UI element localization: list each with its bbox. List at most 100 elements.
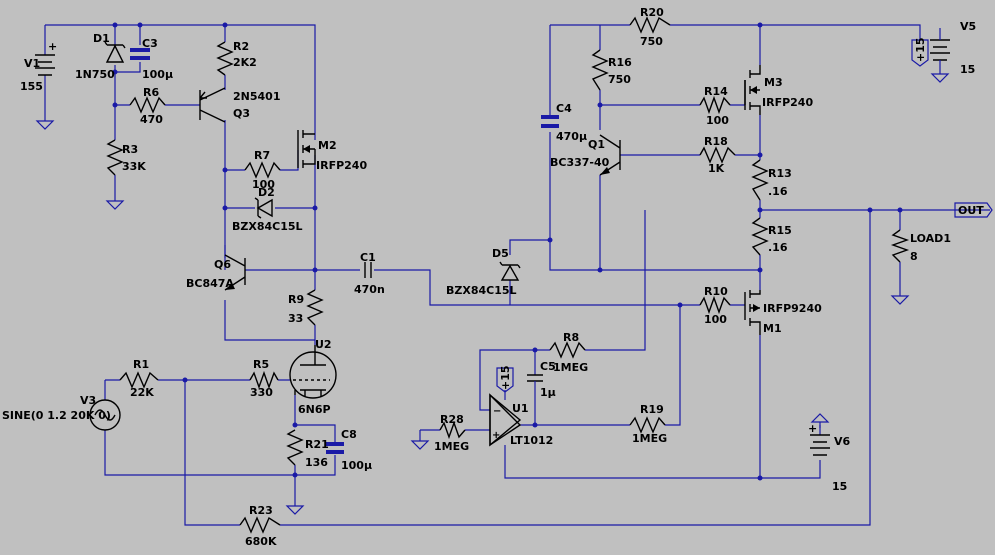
label-q3-name: Q3 — [233, 107, 250, 120]
label-d2-name: D2 — [258, 186, 275, 199]
label-v6-name: V6 — [834, 435, 851, 448]
junctions — [112, 22, 903, 481]
net-flag-plus15-opamp — [496, 367, 514, 393]
zener-d1 — [104, 41, 126, 63]
label-v5-value: 15 — [960, 63, 975, 76]
svg-text:+: + — [808, 422, 817, 435]
label-c8-name: C8 — [341, 428, 357, 441]
label-load1-name: LOAD1 — [910, 232, 951, 245]
resistor-r6 — [129, 96, 166, 114]
opamp-u1: − + — [489, 393, 522, 447]
label-c5-value: 1µ — [540, 386, 556, 399]
label-r16-name: R16 — [608, 56, 632, 69]
label-c4-name: C4 — [556, 102, 572, 115]
resistor-r9 — [306, 289, 324, 326]
label-c8-value: 100µ — [341, 459, 372, 472]
resistor-r21 — [286, 429, 304, 466]
resistor-r23 — [239, 516, 281, 534]
label-q6-value: BC847A — [186, 277, 234, 290]
label-c5-name: C5 — [540, 360, 556, 373]
labels: V1 155 D1 1N750 C3 100µ R2 2K2 R6 470 2N… — [2, 6, 984, 548]
label-r13-name: R13 — [768, 167, 792, 180]
transistor-q1 — [599, 134, 621, 176]
label-r14-value: 100 — [706, 114, 729, 127]
svg-text:+: + — [492, 430, 500, 441]
label-d2-value: BZX84C15L — [232, 220, 303, 233]
label-r7-name: R7 — [254, 149, 270, 162]
label-r7-value: 100 — [252, 178, 275, 191]
label-m1-value: IRFP9240 — [763, 302, 822, 315]
mosfet-m1 — [744, 290, 761, 335]
label-r16-value: 750 — [608, 73, 631, 86]
label-c3-value: 100µ — [142, 68, 173, 81]
capacitor-c4 — [541, 115, 559, 128]
label-r3-value: 33K — [122, 160, 146, 173]
label-r9-value: 33 — [288, 312, 303, 325]
label-c3-name: C3 — [142, 37, 158, 50]
resistor-r2 — [216, 41, 234, 76]
label-r19-value: 1MEG — [632, 432, 667, 445]
label-u2-value: 6N6P — [298, 403, 331, 416]
label-r8-value: 1MEG — [553, 361, 588, 374]
label-d1-name: D1 — [93, 32, 110, 45]
resistor-r3 — [106, 139, 124, 176]
label-m2-name: M2 — [318, 139, 337, 152]
label-q1-name: Q1 — [588, 138, 605, 151]
label-r28-name: R28 — [440, 413, 464, 426]
label-r10-value: 100 — [704, 313, 727, 326]
battery-v1: + — [35, 40, 57, 76]
label-r1-value: 22K — [130, 386, 154, 399]
resistor-r7 — [244, 161, 281, 179]
label-r13-value: .16 — [768, 185, 788, 198]
resistor-r14 — [699, 95, 731, 115]
transistor-q3 — [199, 87, 226, 123]
label-r2-value: 2K2 — [233, 56, 257, 69]
label-m2-value: IRFP240 — [316, 159, 367, 172]
capacitor-c3 — [130, 48, 150, 60]
label-r3-name: R3 — [122, 143, 138, 156]
label-r6-value: 470 — [140, 113, 163, 126]
mosfet-m2 — [297, 130, 316, 168]
resistor-r8 — [549, 341, 586, 359]
wires — [44, 24, 990, 526]
resistor-r5 — [249, 370, 279, 390]
label-r23-name: R23 — [249, 504, 273, 517]
resistor-r1 — [119, 371, 159, 389]
sine-source-v3 — [89, 399, 121, 431]
label-m3-value: IRFP240 — [762, 96, 813, 109]
zener-d2 — [254, 197, 273, 219]
label-r18-name: R18 — [704, 135, 728, 148]
label-r2-name: R2 — [233, 40, 249, 53]
zener-d5 — [499, 261, 521, 281]
label-v1-value: 155 — [20, 80, 43, 93]
label-v6-value: 15 — [832, 480, 847, 493]
label-u1-value: LT1012 — [510, 434, 553, 447]
resistor-r19 — [629, 416, 666, 434]
label-r6-name: R6 — [143, 86, 159, 99]
resistor-r28 — [439, 420, 466, 440]
label-v5-name: V5 — [960, 20, 976, 33]
label-v1-name: V1 — [24, 57, 40, 70]
capacitor-c8 — [326, 442, 344, 454]
label-d5-value: BZX84C15L — [446, 284, 517, 297]
label-r1-name: R1 — [133, 358, 149, 371]
label-r8-name: R8 — [563, 331, 579, 344]
label-net-plus15-opamp: +15 — [499, 365, 512, 390]
resistor-r20 — [629, 16, 671, 34]
label-r14-name: R14 — [704, 85, 728, 98]
label-v3-name: V3 — [80, 394, 96, 407]
resistor-r13 — [751, 159, 769, 201]
resistor-load1 — [890, 229, 910, 263]
svg-text:−: − — [493, 406, 501, 417]
resistor-r10 — [699, 295, 731, 315]
label-r23-value: 680K — [245, 535, 277, 548]
resistor-r15 — [751, 217, 769, 256]
resistor-r18 — [699, 146, 736, 164]
label-u1-name: U1 — [512, 402, 529, 415]
label-q1-value: BC337-40 — [550, 156, 610, 169]
label-r15-value: .16 — [768, 241, 788, 254]
capacitor-c1 — [364, 262, 372, 278]
label-c1-name: C1 — [360, 251, 376, 264]
label-d1-value: 1N750 — [75, 68, 115, 81]
